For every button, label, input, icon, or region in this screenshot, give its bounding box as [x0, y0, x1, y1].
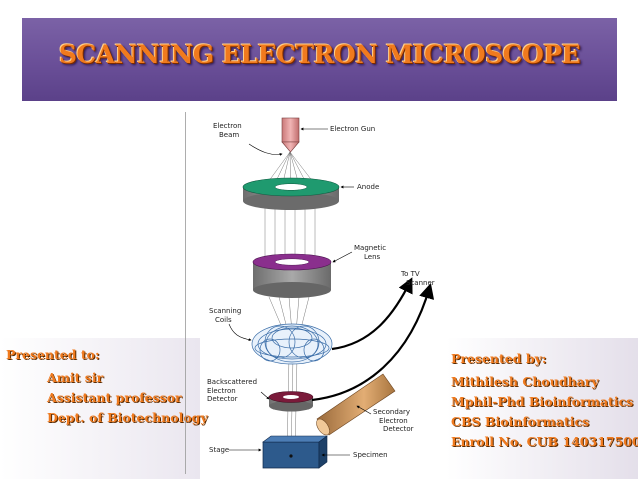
stage-icon: [262, 435, 328, 469]
backscattered-detector-label-line: Electron: [207, 386, 236, 395]
specimen-label: Specimen: [353, 451, 388, 459]
stage-label: Stage: [209, 446, 230, 454]
label-leaders: [228, 127, 372, 457]
tv-scanner-label-line: To TV: [401, 270, 420, 278]
electron-gun-label: Electron Gun: [330, 125, 376, 133]
scanning-coils-label: Scanning Coils: [209, 307, 241, 324]
anode-icon: [242, 177, 340, 210]
scanning-coils-label-line: Coils: [215, 315, 232, 324]
signal-arrow-icon: [311, 277, 435, 402]
electron-beam-label-line: Electron: [213, 122, 242, 130]
presented-by-line: Mithilesh Choudhary: [451, 374, 599, 389]
tv-scanner-label: To TV Scanner: [401, 270, 435, 287]
backscattered-detector-label-line: Detector: [207, 395, 238, 403]
presented-to-line: Dept. of Biotechnology: [47, 410, 208, 425]
sem-diagram-drawing: [185, 112, 435, 474]
scanning-coils-label-line: Scanning: [209, 307, 242, 315]
presented-by-line: Mphil-Phd Bioinformatics: [451, 394, 634, 409]
title-banner: SCANNING ELECTRON MICROSCOPE: [22, 18, 617, 101]
secondary-detector-label: Secondary Electron Detector: [373, 408, 414, 434]
secondary-detector-icon: [316, 373, 396, 436]
secondary-detector-label-line: Electron: [379, 416, 408, 425]
sem-diagram: Electron Beam Electron Gun Anode Magneti…: [185, 112, 453, 474]
presented-to-line: Assistant professor: [47, 390, 182, 405]
backscattered-detector-icon: [268, 391, 314, 412]
backscattered-detector-label: Backscattered Electron Detector: [207, 378, 257, 404]
tv-scanner-label-line: Scanner: [406, 278, 435, 287]
scanning-coils-icon: [251, 323, 333, 365]
presented-by-line: CBS Bioinformatics: [451, 414, 590, 429]
anode-label: Anode: [357, 183, 380, 191]
magnetic-lens-label-line: Lens: [364, 252, 381, 261]
page-title: SCANNING ELECTRON MICROSCOPE: [58, 40, 581, 69]
magnetic-lens-icon: [252, 253, 332, 298]
presented-by-line: Enroll No. CUB 140317500: [451, 434, 638, 449]
secondary-detector-label-line: Detector: [383, 425, 414, 433]
electron-beam-label-line: Beam: [219, 130, 240, 139]
electron-beam-label: Electron Beam: [213, 122, 242, 139]
presented-to-panel: Presented to: Amit sir Assistant profess…: [0, 338, 208, 479]
magnetic-lens-label-line: Magnetic: [354, 244, 387, 252]
presented-by-heading: Presented by:: [451, 351, 547, 366]
secondary-detector-label-line: Secondary: [373, 408, 411, 416]
backscattered-detector-label-line: Backscattered: [207, 378, 258, 386]
electron-gun-icon: [281, 117, 300, 153]
magnetic-lens-label: Magnetic Lens: [354, 244, 386, 261]
presented-to-heading: Presented to:: [6, 347, 100, 362]
presented-to-line: Amit sir: [47, 370, 104, 385]
presented-by-panel: Presented by: Mithilesh Choudhary Mphil-…: [446, 338, 638, 479]
